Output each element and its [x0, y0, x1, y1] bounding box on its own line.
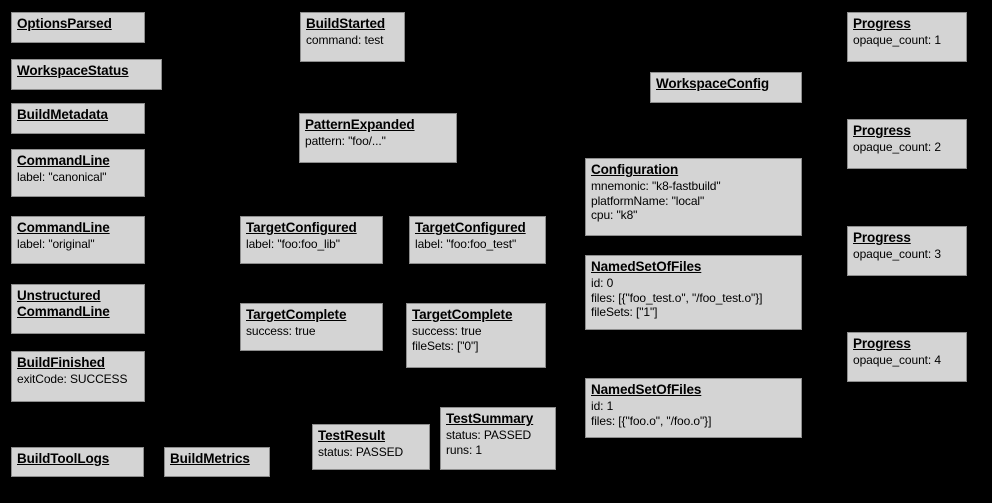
graph-node-named-set-of-files-1[interactable]: NamedSetOfFiles id: 1 files: [{"foo.o", "…	[585, 378, 802, 438]
graph-node-test-result[interactable]: TestResult status: PASSED	[312, 424, 430, 470]
node-title: BuildMetadata	[17, 107, 108, 122]
node-title: BuildToolLogs	[17, 451, 110, 466]
node-fields: opaque_count: 2	[853, 140, 941, 154]
graph-node-target-complete-lib[interactable]: TargetComplete success: true	[240, 303, 383, 351]
node-title: PatternExpanded	[305, 117, 415, 132]
node-title: BuildStarted	[306, 16, 386, 31]
node-title: CommandLine	[17, 153, 110, 168]
graph-node-target-configured-test[interactable]: TargetConfigured label: "foo:foo_test"	[409, 216, 546, 264]
node-title: TargetComplete	[246, 307, 347, 322]
graph-node-progress-3[interactable]: Progress opaque_count: 3	[847, 226, 967, 276]
node-title: TargetComplete	[412, 307, 513, 322]
node-fields: label: "canonical"	[17, 170, 107, 184]
node-fields: status: PASSED runs: 1	[446, 428, 532, 457]
node-fields: command: test	[306, 33, 384, 47]
node-title: Progress	[853, 336, 911, 351]
graph-node-options-parsed[interactable]: OptionsParsed	[11, 12, 145, 43]
node-title: TestSummary	[446, 411, 534, 426]
node-fields: exitCode: SUCCESS	[17, 372, 128, 386]
node-title: TargetConfigured	[415, 220, 526, 235]
graph-node-configuration[interactable]: Configuration mnemonic: "k8-fastbuild" pl…	[585, 158, 802, 236]
node-title: OptionsParsed	[17, 16, 112, 31]
node-fields: id: 0 files: [{"foo_test.o", "/foo_test.…	[591, 276, 763, 319]
node-fields: label: "original"	[17, 237, 95, 251]
node-title: BuildFinished	[17, 355, 105, 370]
graph-node-build-metrics[interactable]: BuildMetrics	[164, 447, 270, 477]
graph-node-named-set-of-files-0[interactable]: NamedSetOfFiles id: 0 files: [{"foo_test.…	[585, 255, 802, 330]
graph-node-command-line-original[interactable]: CommandLine label: "original"	[11, 216, 145, 264]
node-fields: success: true	[246, 324, 316, 338]
graph-node-progress-4[interactable]: Progress opaque_count: 4	[847, 332, 967, 382]
graph-node-build-started[interactable]: BuildStarted command: test	[300, 12, 405, 62]
node-fields: opaque_count: 1	[853, 33, 941, 47]
node-title: NamedSetOfFiles	[591, 259, 702, 274]
node-title: NamedSetOfFiles	[591, 382, 702, 397]
node-fields: label: "foo:foo_test"	[415, 237, 517, 251]
node-title: Configuration	[591, 162, 679, 177]
node-title: WorkspaceStatus	[17, 63, 129, 78]
node-title: Progress	[853, 230, 911, 245]
graph-node-pattern-expanded[interactable]: PatternExpanded pattern: "foo/..."	[299, 113, 457, 163]
node-title: BuildMetrics	[170, 451, 250, 466]
graph-node-workspace-config[interactable]: WorkspaceConfig	[650, 72, 802, 103]
graph-node-progress-1[interactable]: Progress opaque_count: 1	[847, 12, 967, 62]
node-fields: id: 1 files: [{"foo.o", "/foo.o"}]	[591, 399, 712, 428]
graph-node-unstructured-command-line[interactable]: Unstructured CommandLine	[11, 284, 145, 334]
graph-node-workspace-status[interactable]: WorkspaceStatus	[11, 59, 162, 90]
graph-node-command-line-canonical[interactable]: CommandLine label: "canonical"	[11, 149, 145, 197]
graph-node-build-finished[interactable]: BuildFinished exitCode: SUCCESS	[11, 351, 145, 402]
node-title: TestResult	[318, 428, 386, 443]
node-title: TargetConfigured	[246, 220, 357, 235]
node-title: WorkspaceConfig	[656, 76, 770, 91]
node-fields: status: PASSED	[318, 445, 404, 459]
node-fields: mnemonic: "k8-fastbuild" platformName: "…	[591, 179, 721, 222]
node-fields: pattern: "foo/..."	[305, 134, 386, 148]
graph-node-progress-2[interactable]: Progress opaque_count: 2	[847, 119, 967, 169]
node-title: Progress	[853, 123, 911, 138]
node-fields: label: "foo:foo_lib"	[246, 237, 340, 251]
node-title: CommandLine	[17, 220, 110, 235]
graph-node-build-metadata[interactable]: BuildMetadata	[11, 103, 145, 134]
node-title: Progress	[853, 16, 911, 31]
graph-node-target-complete-test[interactable]: TargetComplete success: true fileSets: ["…	[406, 303, 546, 368]
node-fields: success: true fileSets: ["0"]	[412, 324, 482, 353]
graph-node-build-tool-logs[interactable]: BuildToolLogs	[11, 447, 144, 477]
node-fields: opaque_count: 4	[853, 353, 941, 367]
node-title: Unstructured CommandLine	[17, 288, 110, 319]
graph-node-target-configured-lib[interactable]: TargetConfigured label: "foo:foo_lib"	[240, 216, 383, 264]
graph-node-test-summary[interactable]: TestSummary status: PASSED runs: 1	[440, 407, 556, 470]
node-fields: opaque_count: 3	[853, 247, 941, 261]
